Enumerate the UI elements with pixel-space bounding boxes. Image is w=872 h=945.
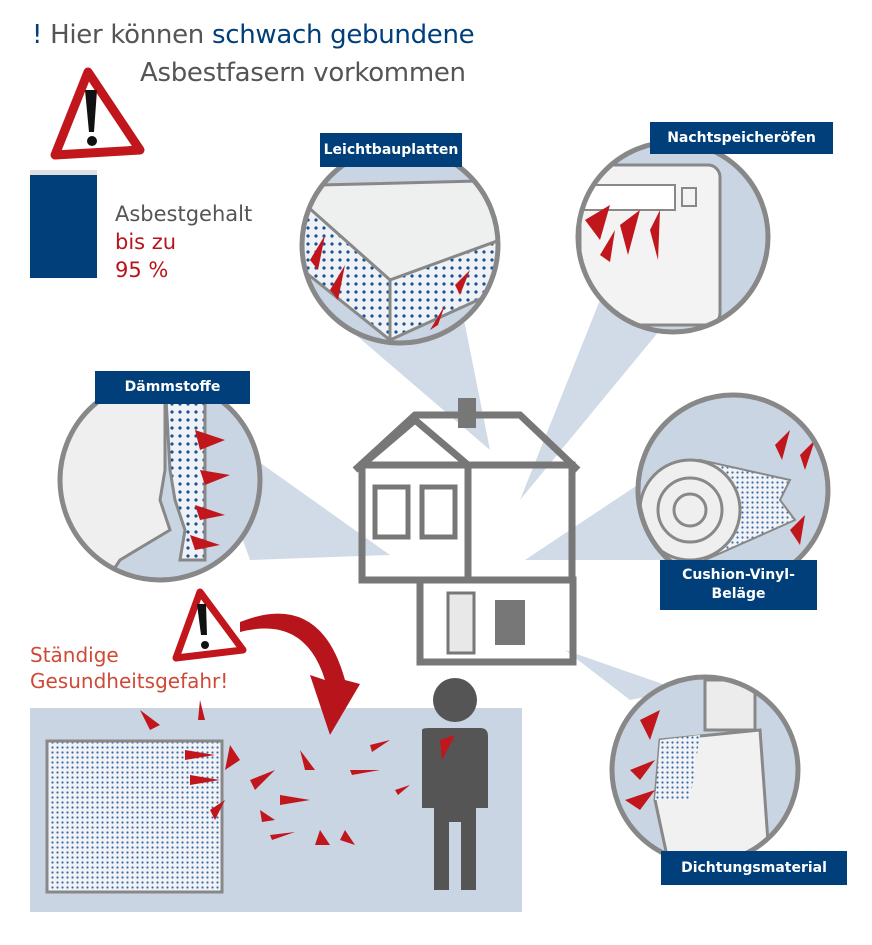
label-nachtspeicheroefen: Nachtspeicheröfen bbox=[650, 122, 833, 154]
stat-bar-fill bbox=[30, 175, 97, 278]
dichtungsmaterial-illustration bbox=[609, 674, 801, 866]
cushion-vinyl-illustration bbox=[635, 392, 831, 588]
title-line-1: ! Hier können schwach gebundene bbox=[32, 20, 475, 50]
spotlight-beams bbox=[200, 300, 680, 700]
title-part-1: Hier können bbox=[50, 20, 204, 50]
nachtspeicherofen-illustration bbox=[575, 139, 771, 335]
person-icon bbox=[422, 678, 488, 890]
warning-triangle-icon bbox=[50, 67, 145, 160]
title-part-2: schwach gebundene bbox=[211, 20, 475, 50]
house-icon bbox=[352, 398, 581, 666]
stat-qualifier: bis zu bbox=[115, 230, 177, 254]
asbestos-panel bbox=[45, 739, 224, 894]
label-cushion-vinyl: Cushion-Vinyl-Beläge bbox=[660, 560, 817, 610]
leichtbauplatten-illustration bbox=[299, 144, 501, 346]
stat-value: 95 % bbox=[115, 258, 169, 282]
title-line-2: Asbestfasern vorkommen bbox=[140, 58, 466, 88]
curved-arrow-icon bbox=[240, 613, 360, 735]
warning-triangle-small-icon bbox=[172, 588, 247, 662]
stat-bar-track bbox=[30, 170, 97, 175]
daemmstoffe-illustration bbox=[57, 377, 263, 583]
health-warning-line-1: Ständige bbox=[30, 643, 119, 667]
label-dichtungsmaterial: Dichtungsmaterial bbox=[661, 851, 847, 885]
health-warning-line-2: Gesundheitsgefahr! bbox=[30, 669, 229, 693]
label-daemmstoffe: Dämmstoffe bbox=[95, 371, 250, 404]
title-exclamation: ! bbox=[32, 20, 43, 50]
asbestos-fibers bbox=[140, 700, 455, 845]
label-leichtbauplatten: Leichtbauplatten bbox=[320, 133, 462, 167]
health-warning: Ständige Gesundheitsgefahr! bbox=[30, 642, 228, 694]
stat-label: Asbestgehalt bbox=[115, 202, 253, 226]
